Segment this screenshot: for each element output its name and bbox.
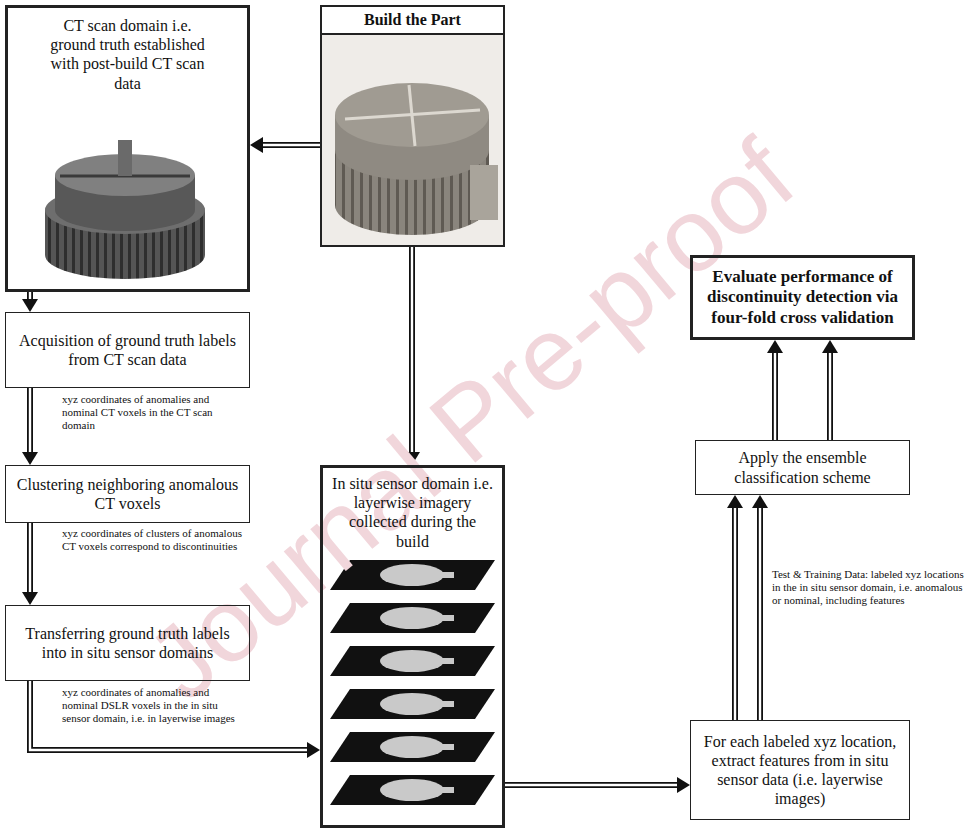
domain-panel: CT scan domain i.e. ground truth establi…: [5, 5, 250, 292]
double-arrow: [250, 137, 320, 153]
arrow-head: [822, 340, 838, 353]
arrow-shaft: [772, 351, 778, 440]
arrow-shaft: [827, 351, 833, 440]
ct-render: [45, 140, 205, 279]
double-arrow: [30, 681, 320, 758]
double-arrow: [752, 495, 768, 720]
edge-label: xyz coordinates of anomalies and nominal…: [62, 686, 247, 726]
double-arrow: [22, 292, 38, 312]
double-arrow: [22, 523, 38, 605]
arrow-shaft: [27, 523, 33, 594]
arrow-head: [22, 452, 38, 465]
arrow-shaft-inner: [774, 351, 776, 440]
arrow-shaft-inner: [759, 506, 761, 720]
layer-section: [440, 658, 454, 664]
node-text: Evaluate performance of discontinuity de…: [701, 267, 904, 328]
arrow-shaft: [732, 506, 738, 720]
node-text: Transferring ground truth labels into in…: [14, 624, 241, 662]
layer-section: [380, 736, 444, 758]
node-text: For each labeled xyz location, extract f…: [699, 732, 901, 809]
arrow-head: [767, 340, 783, 353]
layer-section: [440, 787, 454, 793]
node-text: Apply the ensemble classification scheme: [704, 448, 901, 486]
layer-section: [380, 650, 444, 672]
layer-image: [330, 732, 495, 762]
layer-plate: [330, 775, 495, 805]
arrow-head: [727, 495, 743, 508]
arrow-shaft: [261, 142, 320, 148]
layer-section: [440, 701, 454, 707]
panel-heading: Build the Part: [322, 7, 503, 35]
result-box: Evaluate performance of discontinuity de…: [690, 255, 915, 340]
arrow-head: [22, 592, 38, 605]
arrow-shaft: [27, 388, 33, 454]
layer-section: [440, 572, 454, 578]
photo-block: [470, 165, 498, 220]
arrow-shaft: [505, 782, 679, 788]
layer-plate: [330, 689, 495, 719]
ct-fin: [118, 140, 132, 176]
layer-plate: [330, 646, 495, 676]
photo-background: [322, 34, 503, 245]
photo-top-face: [335, 83, 489, 147]
arrow-shaft-inner: [30, 681, 309, 750]
layer-images: [330, 560, 495, 805]
arrow-shaft-inner: [505, 784, 679, 786]
edge-label: xyz coordinates of anomalies and nominal…: [62, 393, 247, 433]
layer-section: [440, 744, 454, 750]
node-text: In situ sensor domain i.e. layerwise ima…: [331, 474, 494, 551]
arrow-shaft-inner: [29, 388, 31, 454]
node-text: Acquisition of ground truth labels from …: [14, 331, 241, 369]
node-text: CT scan domain i.e. ground truth establi…: [48, 16, 207, 93]
layer-section: [380, 693, 444, 715]
edge-label: xyz coordinates of clusters of anomalous…: [62, 527, 247, 553]
part-photo: [322, 34, 503, 245]
build-panel: Build the Part: [320, 5, 505, 247]
arrow-shaft: [757, 506, 763, 720]
layer-section: [380, 607, 444, 629]
layer-section: [380, 564, 444, 586]
layer-image: [330, 603, 495, 633]
arrow-shaft-inner: [734, 506, 736, 720]
layer-image: [330, 646, 495, 676]
label-holder: xyz coordinates of anomalies and nominal…: [62, 393, 247, 433]
arrow-shaft-inner: [829, 351, 831, 440]
process-box: Clustering neighboring anomalous CT voxe…: [5, 465, 250, 523]
double-arrow: [22, 388, 38, 465]
arrow-head: [307, 742, 320, 758]
label-holder: xyz coordinates of clusters of anomalous…: [62, 527, 247, 553]
double-arrow: [727, 495, 743, 720]
process-box: Apply the ensemble classification scheme: [695, 440, 910, 495]
arrow-head: [752, 495, 768, 508]
process-box: Transferring ground truth labels into in…: [5, 605, 250, 681]
layer-image: [330, 775, 495, 805]
edge-label: Test & Training Data: labeled xyz locati…: [772, 568, 967, 608]
arrow-shaft: [30, 681, 309, 750]
layer-section: [440, 615, 454, 621]
double-arrow: [822, 340, 838, 440]
double-arrow: [767, 340, 783, 440]
arrow-shaft-inner: [261, 144, 320, 146]
arrow-shaft-inner: [29, 523, 31, 594]
domain-panel: In situ sensor domain i.e. layerwise ima…: [320, 465, 505, 828]
layer-image: [330, 689, 495, 719]
layer-plate: [330, 603, 495, 633]
arrow-head: [22, 299, 38, 312]
node-text: Clustering neighboring anomalous CT voxe…: [14, 475, 241, 513]
label-holder: xyz coordinates of anomalies and nominal…: [62, 686, 247, 726]
layer-section: [380, 779, 444, 801]
double-arrow: [505, 777, 690, 793]
process-box: Acquisition of ground truth labels from …: [5, 312, 250, 388]
label-holder: Test & Training Data: labeled xyz locati…: [772, 568, 967, 608]
arrow-head: [677, 777, 690, 793]
photo-groove: [409, 85, 415, 146]
layer-plate: [330, 732, 495, 762]
arrow-head: [250, 137, 263, 153]
process-box: For each labeled xyz location, extract f…: [690, 720, 910, 820]
